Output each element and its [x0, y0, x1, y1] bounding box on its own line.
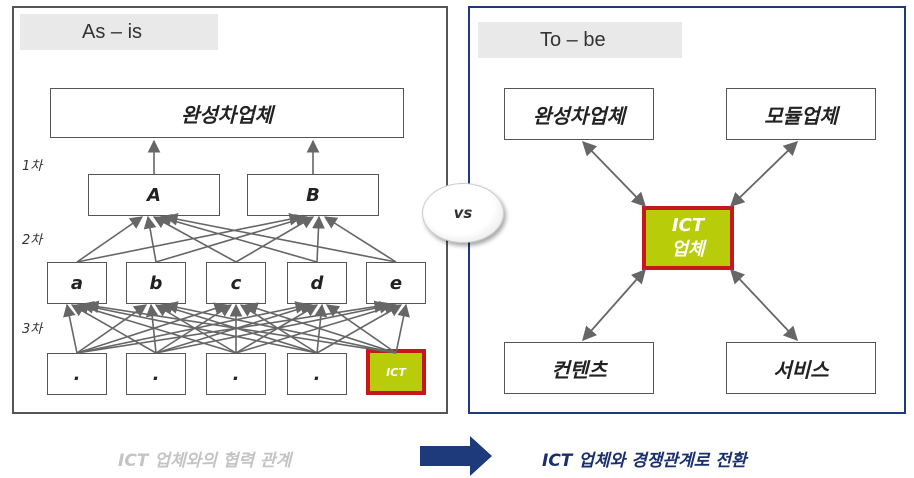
tier2-to-tier1-link — [323, 216, 397, 263]
service-node: 서비스 — [726, 342, 876, 394]
tier3-box-3: . — [206, 353, 266, 395]
tier-2-label: 2차 — [22, 233, 43, 248]
tier1-box-a: A — [88, 174, 220, 216]
tier3-box-1: . — [47, 353, 107, 395]
tier2-to-tier1-link — [158, 214, 318, 263]
tier3-to-tier2-link — [145, 303, 159, 354]
tier3-to-tier2-link — [316, 304, 403, 354]
tier3-to-tier2-link — [80, 301, 318, 354]
tier1-box-b: B — [247, 174, 379, 216]
tier3-to-tier2-link — [63, 303, 78, 354]
tier2-to-tier1-link — [76, 212, 303, 263]
content-node: 컨텐츠 — [504, 342, 654, 394]
tier2-to-tier1-link — [235, 216, 315, 263]
tier2-to-tier1-link — [164, 212, 397, 263]
module-node: 모듈업체 — [726, 88, 876, 140]
tier2-to-tier1-link — [155, 214, 309, 263]
tier3-to-tier2-link — [155, 304, 233, 354]
tier2-box-e: e — [366, 262, 426, 304]
tier-1-label: 1차 — [22, 159, 43, 174]
tier3-to-tier2-link — [164, 301, 397, 354]
tier2-box-c: c — [206, 262, 266, 304]
to-be-tag: To – be — [478, 22, 682, 58]
tier3-to-tier2-link — [395, 303, 410, 354]
tier2-box-a: a — [47, 262, 107, 304]
transition-arrow — [420, 436, 492, 476]
as-is-caption: ICT 업체와의 협력 관계 — [118, 451, 292, 471]
supply-chain-arrows — [63, 139, 410, 354]
tier3-box-2: . — [126, 353, 186, 395]
tier3-to-tier2-link — [235, 302, 398, 354]
tier2-to-tier1-link — [143, 215, 157, 263]
tier3-box-4: . — [287, 353, 347, 395]
ict-node: ICT 업체 — [642, 206, 734, 270]
tier2-to-tier1-link — [76, 216, 144, 263]
tier3-to-tier2-link — [85, 300, 397, 354]
tier2-box-b: b — [126, 262, 186, 304]
tier2-to-tier1-link — [312, 215, 325, 263]
oem-node: 완성차업체 — [504, 88, 654, 140]
oem-box: 완성차업체 — [50, 88, 404, 138]
tier-3-label: 3차 — [22, 322, 43, 337]
ict-relation-arrows — [581, 140, 799, 342]
tier3-to-tier2-link — [235, 304, 319, 354]
tier3-to-tier2-link — [155, 302, 314, 354]
tier2-box-d: d — [287, 262, 347, 304]
tier3-to-tier2-link — [244, 302, 397, 354]
vs-badge: vs — [422, 183, 504, 243]
tier2-to-tier1-link — [152, 216, 237, 263]
to-be-caption: ICT 업체와 경쟁관계로 전환 — [542, 451, 747, 471]
tier3-to-tier2-link — [75, 302, 237, 354]
as-is-tag: As – is — [20, 14, 218, 50]
tier3-to-tier2-link — [155, 301, 393, 354]
tier3-to-tier2-link — [325, 304, 397, 354]
